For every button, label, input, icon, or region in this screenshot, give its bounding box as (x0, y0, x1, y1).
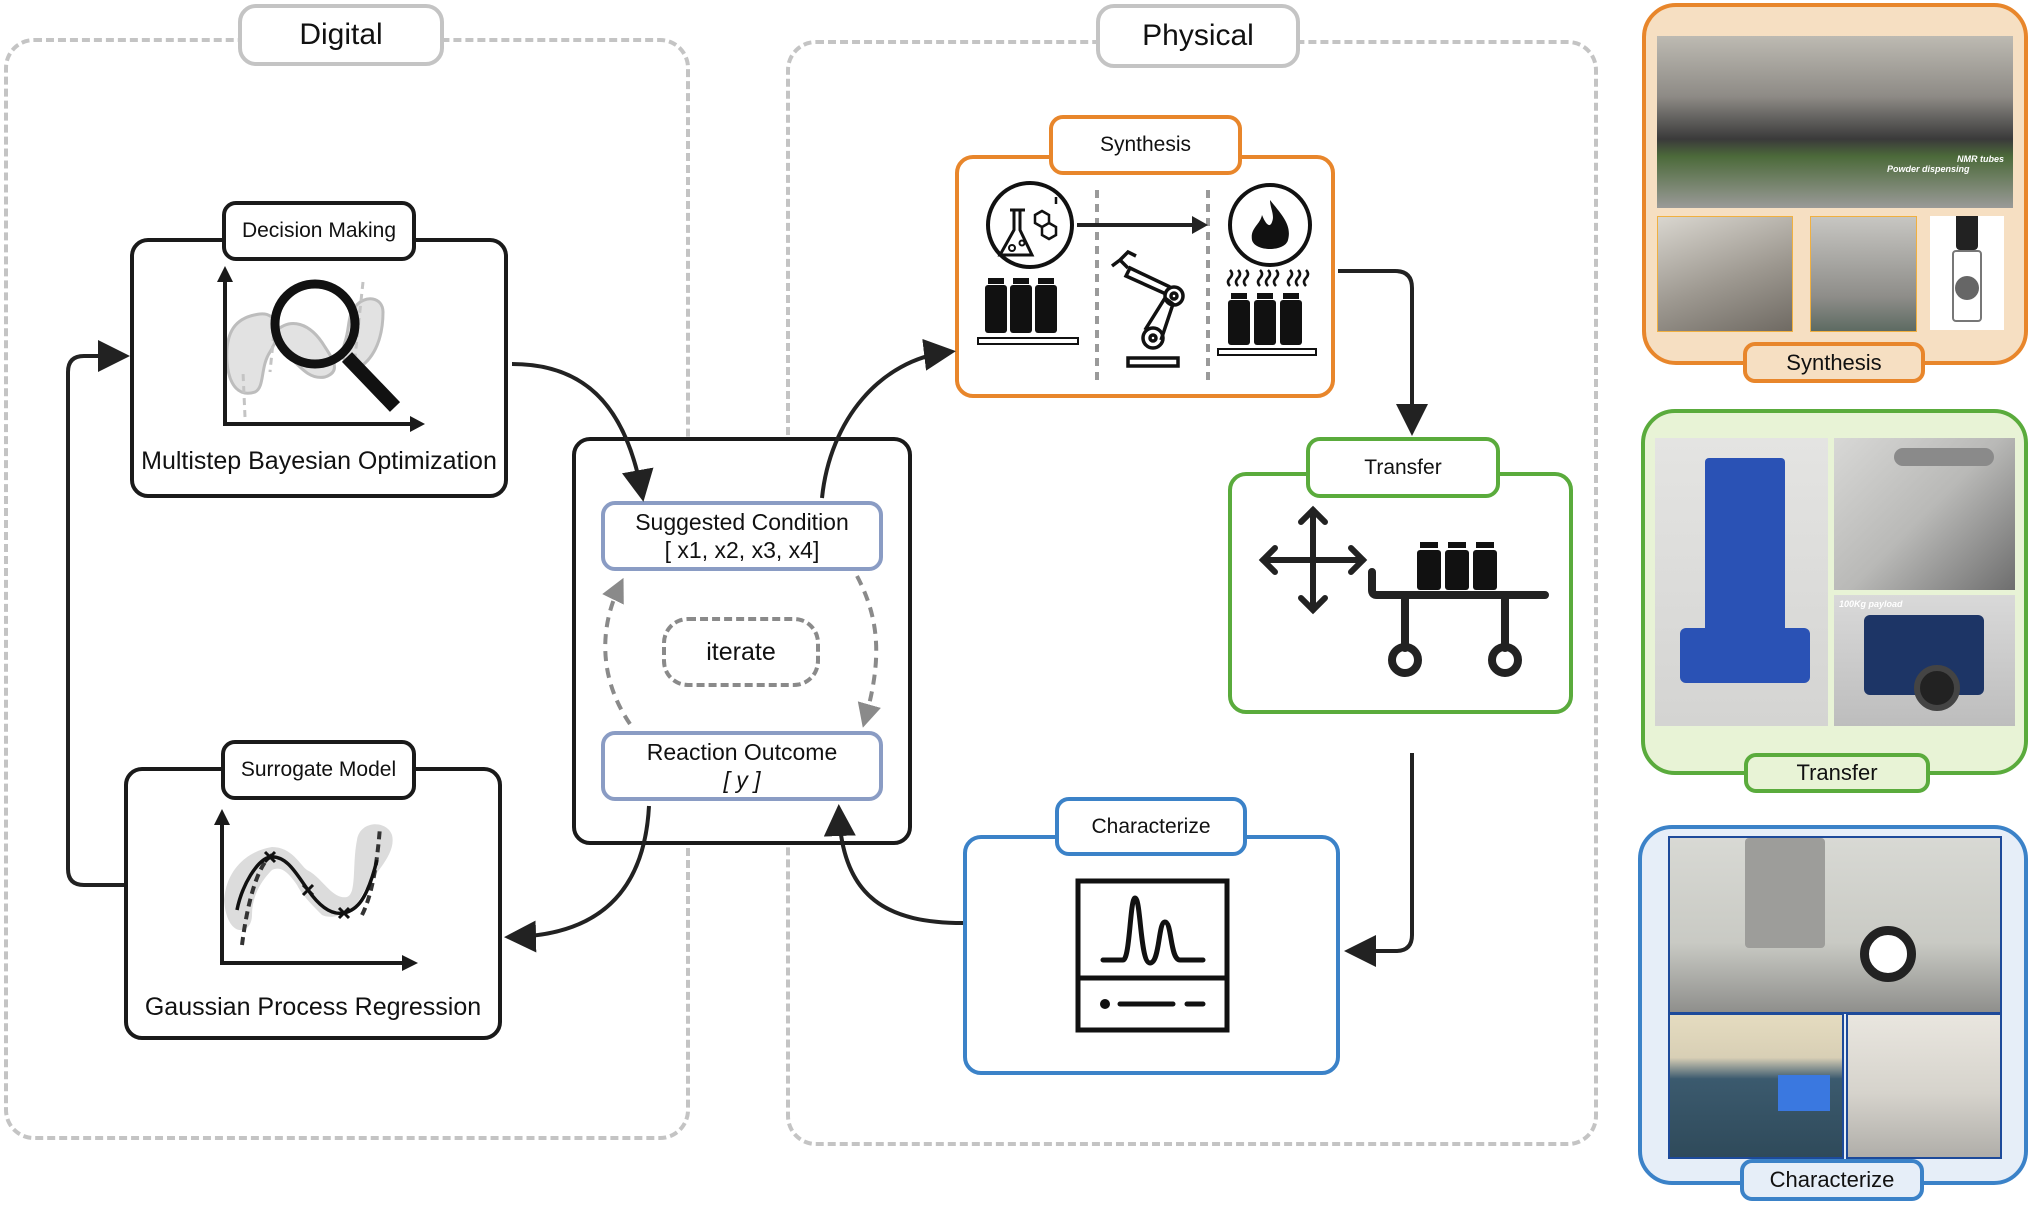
characterize-tab: Characterize (1055, 797, 1247, 856)
synthesis-tab: Synthesis (1049, 115, 1242, 175)
camera-lens-shape (1860, 926, 1916, 982)
arrow-characterize-to-outcome (823, 804, 964, 925)
synthesis-dispenser-photo (1810, 216, 1917, 332)
arrow-suggested-to-synthesis (820, 338, 956, 499)
gripper-shape (1956, 216, 1978, 250)
iterate-arrow-down (855, 575, 881, 728)
photo-text-powder-dispensing: Powder dispensing (1887, 164, 1970, 174)
heated-vials-icon (1217, 293, 1317, 356)
reaction-outcome-vector: [ y ] (723, 767, 761, 793)
gp-regression-plot-icon (214, 809, 418, 971)
autosampler-photo (1846, 1013, 2002, 1159)
surrogate-model-tab: Surrogate Model (221, 740, 416, 800)
arrow-decision-to-suggested (511, 362, 654, 502)
arrow-surrogate-to-decision (66, 340, 130, 887)
transfer-icons (1258, 505, 1549, 677)
mobile-base-photo: 100Kg payload (1834, 595, 2015, 726)
magnifier-plot-icon (217, 266, 425, 432)
mobile-cart-robot-photo (1655, 438, 1828, 726)
cart-robot-base (1680, 628, 1810, 683)
arrow-transfer-to-characterize (1344, 753, 1414, 967)
cart-icon (1368, 568, 1549, 677)
photo-text-payload: 100Kg payload (1839, 599, 1903, 609)
reaction-outcome-title: Reaction Outcome (646, 739, 838, 765)
arrow-outcome-to-surrogate (504, 805, 651, 953)
suggested-condition-title: Suggested Condition (635, 509, 849, 535)
physical-region-title: Physical (1096, 4, 1300, 68)
move-arrows-icon (1258, 505, 1368, 615)
vision-station-photo (1668, 836, 2002, 1014)
transfer-tab: Transfer (1306, 437, 1500, 498)
characterize-panel-label: Characterize (1740, 1159, 1924, 1201)
robot-arm-icon (1110, 249, 1185, 368)
vial-label-shape (1955, 276, 1979, 300)
synthesis-vial-gripper-photo (1930, 216, 2004, 330)
suggested-condition-box: Suggested Condition [ x1, x2, x3, x4] (601, 501, 883, 571)
wheel-shape (1914, 665, 1960, 711)
reaction-outcome-box: Reaction Outcome [ y ] (601, 731, 883, 801)
confidence-band (224, 824, 393, 931)
magnifier-lens (270, 279, 360, 369)
gripper-assembly-shape (1745, 838, 1825, 948)
arrow-synthesis-to-transfer (1338, 269, 1428, 436)
decision-making-tab: Decision Making (222, 201, 416, 261)
cart-vials-icon (1417, 542, 1497, 590)
flask-molecule-icon (986, 181, 1074, 269)
heat-waves-icon (1226, 269, 1310, 287)
synthesis-platform-photo: Powder dispensing NMR tubes (1657, 36, 2013, 208)
flame-icon (1228, 183, 1312, 267)
monitor-shape (1778, 1075, 1830, 1111)
digital-region-title: Digital (238, 4, 444, 66)
synthesis-vials-photo (1657, 216, 1793, 332)
observations (263, 850, 351, 920)
iterate-label: iterate (662, 617, 820, 687)
synthesis-panel-label: Synthesis (1743, 342, 1925, 383)
decision-making-caption: Multistep Bayesian Optimization (141, 447, 497, 475)
spectrometer-icon (1075, 878, 1230, 1033)
vial-shape (1952, 250, 1982, 322)
vials-icon (977, 278, 1079, 345)
photo-text-nmr-tubes: NMR tubes (1957, 154, 2004, 164)
robot-arm-photo (1834, 438, 2015, 590)
suggested-condition-vector: [ x1, x2, x3, x4] (664, 537, 820, 563)
robot-arm-shape (1894, 448, 1994, 466)
iterate-arrow-up (602, 577, 632, 726)
surrogate-model-caption: Gaussian Process Regression (144, 993, 482, 1021)
hplc-photo (1668, 1013, 1844, 1159)
magnifier-handle (341, 352, 401, 412)
transfer-panel-label: Transfer (1744, 753, 1930, 793)
synthesis-icons (977, 181, 1317, 380)
